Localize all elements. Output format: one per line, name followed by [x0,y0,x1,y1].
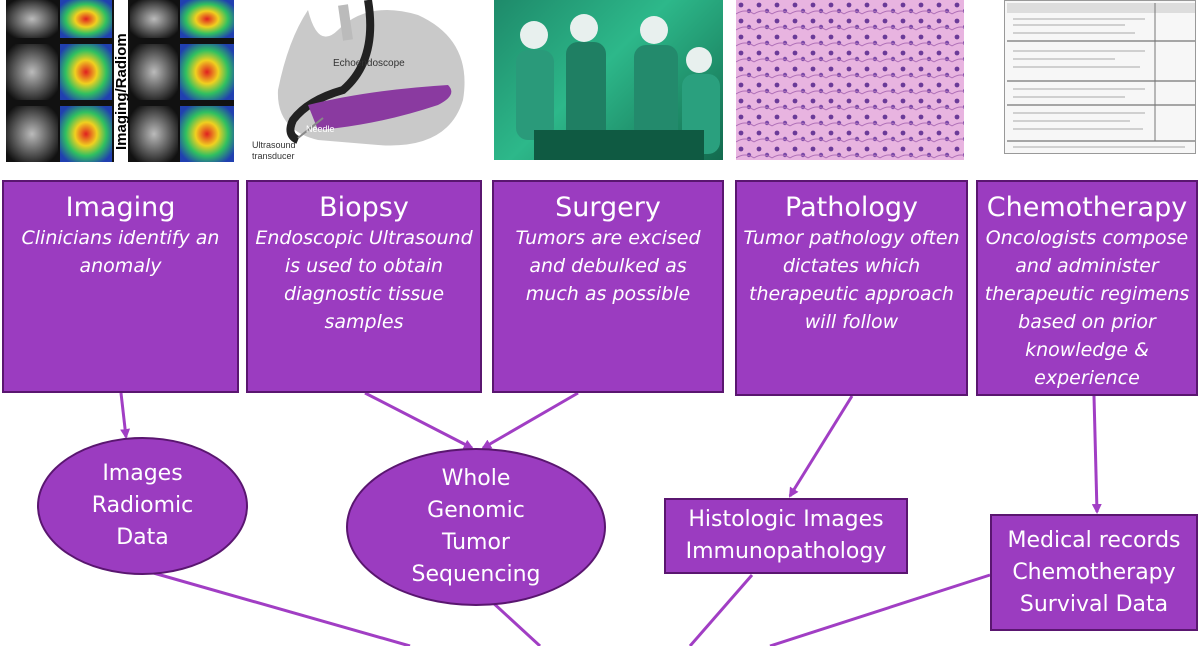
transducer-label-1: Ultrasound [252,140,296,150]
chemo-document-graphic [1007,3,1195,148]
output-line: Medical records [1007,527,1181,553]
surgery-photo [494,0,723,160]
stage-description: Endoscopic Ultrasound is used to obtain … [255,227,473,333]
arrow-biopsy-to-genomic [364,391,474,450]
chemo-regimen-document-image [1004,0,1196,154]
stage-title: Biopsy [319,192,409,223]
biopsy-diagram-image: Echoendoscope Needle Ultrasound transduc… [248,0,476,162]
output-line: Chemotherapy [1012,559,1176,585]
line-genomic-out [488,598,542,646]
imaging-scans-image: Imaging/Radiom [6,0,234,162]
output-line: Radiomic [91,493,194,518]
stage-title: Chemotherapy [986,192,1188,223]
arrow-imaging-to-images [119,392,131,439]
imaging-scans-graphic: Imaging/Radiom [6,0,234,162]
stage-description: Tumors are excised and debulked as much … [515,227,701,305]
arrow-surgery-to-genomic [481,391,579,450]
pathology-slide-image [736,0,964,160]
output-line: Immunopathology [685,539,887,564]
stage-description: Oncologists compose and administer thera… [984,227,1190,389]
line-histologic-out [688,574,754,646]
output-line: Whole [441,466,511,491]
line-images-out [149,570,411,646]
output-line: Survival Data [1019,591,1169,617]
stage-title: Surgery [555,192,661,223]
stage-biopsy: Biopsy Endoscopic Ultrasound is used to … [246,180,482,393]
output-line: Histologic Images [688,507,884,532]
pathology-graphic [736,0,964,160]
output-line: Data [116,525,169,550]
stage-description: Clinicians identify an anomaly [21,227,220,277]
output-histologic: Histologic Images Immunopathology [664,498,908,574]
stage-description: Tumor pathology often dictates which the… [743,227,960,333]
stage-title: Imaging [65,192,176,223]
output-line: Genomic [427,498,525,523]
stage-surgery: Surgery Tumors are excised and debulked … [492,180,724,393]
biopsy-diagram-graphic: Echoendoscope Needle Ultrasound transduc… [252,0,465,161]
arrow-pathology-to-histologic [788,395,854,498]
echoendoscope-label: Echoendoscope [333,58,405,69]
output-images-radiomic: Images Radiomic Data [37,437,248,575]
stage-pathology: Pathology Tumor pathology often dictates… [735,180,968,396]
output-medical-records: Medical records Chemotherapy Survival Da… [990,514,1198,631]
surgery-graphic [516,14,720,160]
output-line: Sequencing [411,562,541,587]
imaging-overlay-text: Imaging/Radiom [113,33,130,150]
output-line: Tumor [442,530,510,555]
output-genomic-sequencing: Whole Genomic Tumor Sequencing [346,448,606,606]
arrow-chemo-to-records [1091,395,1102,514]
stage-imaging: Imaging Clinicians identify an anomaly [2,180,239,393]
transducer-label-2: transducer [252,151,295,161]
line-records-out [769,573,991,646]
needle-label: Needle [306,124,335,134]
output-line: Images [102,461,183,486]
stage-title: Pathology [785,192,918,223]
stage-chemotherapy: Chemotherapy Oncologists compose and adm… [976,180,1198,396]
